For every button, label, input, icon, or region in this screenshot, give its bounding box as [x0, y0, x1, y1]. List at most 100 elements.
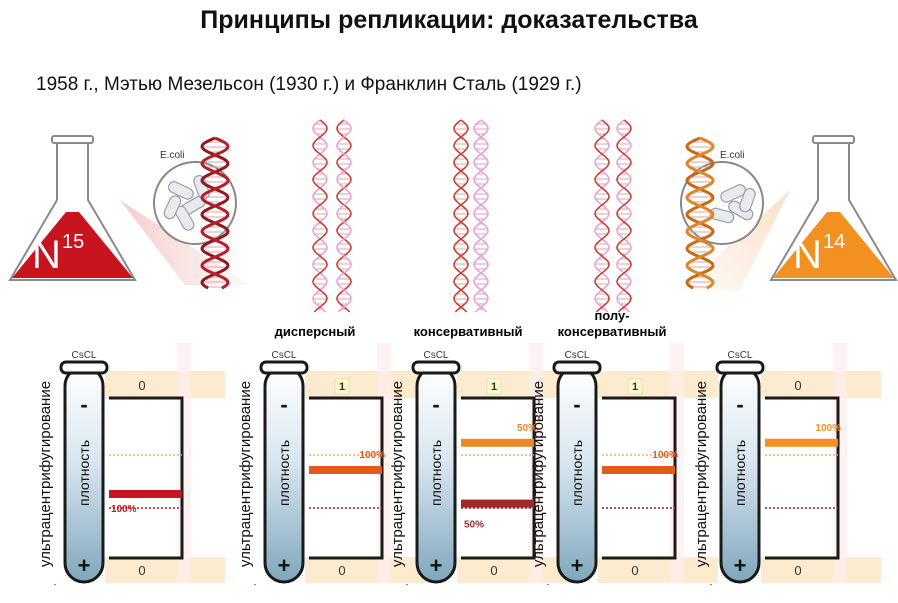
bottom-value: 0: [490, 563, 497, 578]
centrifugation-axis-label: ультрацентрифугирование: [530, 381, 547, 567]
model-label-semiconservative-line2: консервативный: [558, 324, 667, 339]
bottom-value: 0: [138, 563, 145, 578]
centrifuge-tube-panel: 100%CsCL10-+плотностьультрацентрифугиров…: [530, 343, 718, 585]
plus-sign: +: [571, 553, 584, 578]
dna-strand: [473, 119, 489, 313]
bacteria-cluster: [709, 184, 756, 224]
highlight: [177, 343, 191, 583]
centrifugation-axis-label: ультрацентрифугирование: [37, 381, 54, 567]
dna-strand: [685, 136, 715, 290]
bacteria-cluster: [163, 174, 210, 231]
dna-strand: [616, 119, 632, 313]
dna-strand: [685, 136, 715, 290]
bottom-value: 0: [338, 563, 345, 578]
dna-strand: [200, 136, 230, 290]
model-helix: [473, 119, 489, 313]
dna-band: [602, 466, 675, 474]
top-value: 0: [794, 378, 801, 393]
model-helix: [312, 119, 328, 313]
plus-sign: +: [734, 553, 747, 578]
medium-label: CsCL: [71, 350, 96, 361]
model-helix: [336, 119, 352, 313]
minus-sign: -: [736, 392, 743, 417]
isotope-mass: 15: [62, 231, 84, 253]
band-percent-label: 50%: [464, 520, 484, 531]
density-label: плотность: [428, 440, 444, 506]
density-label: плотность: [76, 440, 92, 506]
bottom-value-box: [305, 557, 425, 583]
bottom-value-box: [598, 557, 718, 583]
top-value-chip: [334, 378, 350, 395]
dna-band: [461, 438, 534, 447]
isotope-label: N: [793, 233, 822, 277]
density-frame: [109, 396, 184, 560]
flask-liquid: [12, 212, 133, 278]
minus-sign: -: [280, 392, 287, 417]
page-title: Принципы репликации: доказательства: [200, 6, 698, 34]
centrifugation-axis-label: ультрацентрифугирование: [237, 381, 254, 567]
flask-n14: N 14 E.coli: [680, 135, 898, 290]
top-value-box: [761, 371, 881, 398]
band-percent-label: 100%: [111, 504, 137, 515]
density-label: плотность: [569, 440, 585, 506]
dna-strand: [453, 119, 469, 313]
dna-strand: [200, 136, 230, 290]
bottom-value-box: [761, 557, 881, 583]
test-tube-rim: [59, 360, 109, 375]
density-frame: [765, 396, 840, 560]
flask-liquid: [773, 212, 894, 278]
highlight: [670, 343, 684, 583]
isotope-mass: 14: [823, 231, 845, 253]
top-value: 1: [632, 381, 638, 393]
test-tube-rim: [411, 360, 461, 375]
centrifugation-axis-label: ультрацентрифугирование: [693, 381, 710, 567]
dna-helix-left: [200, 136, 230, 290]
model-label-dispersive: дисперсный: [275, 324, 356, 339]
medium-label: CsCL: [564, 350, 589, 361]
dna-strand: [312, 119, 328, 313]
medium-label: CsCL: [727, 350, 752, 361]
top-value-chip: [486, 378, 502, 395]
dna-strand: [312, 119, 328, 313]
dna-strand: [473, 119, 489, 313]
top-value-box: [105, 371, 225, 398]
top-value-box: [598, 371, 718, 398]
centrifugation-axis-label: ультрацентрифугирование: [389, 381, 406, 567]
tubes-row: 100% CsCL 0 0 - + плотность ультрацентрифугиров…: [37, 343, 881, 585]
dna-strand: [616, 119, 632, 313]
density-frame: [309, 396, 384, 560]
top-value-chip: [627, 378, 643, 395]
model-helix: [594, 119, 610, 313]
centrifuge-tube-panel: 100%CsCL00-+плотностьультрацентрифугиров…: [693, 343, 881, 585]
model-label-conservative: консервативный: [414, 324, 523, 339]
band-percent-label: 100%: [359, 450, 385, 461]
density-label: плотность: [732, 440, 748, 506]
plus-sign: +: [78, 553, 91, 578]
bacteria-label: E.coli: [160, 150, 184, 161]
bottom-value: 0: [631, 563, 638, 578]
model-helices: [312, 119, 632, 313]
dna-band: [765, 438, 838, 447]
bottom-value-box: [105, 557, 225, 583]
test-tube-rim: [552, 360, 602, 375]
dna-helix-right: [685, 136, 715, 290]
medium-label: CsCL: [271, 350, 296, 361]
bottom-value: 0: [794, 563, 801, 578]
test-tube-rim: [259, 360, 309, 375]
density-label: плотность: [276, 440, 292, 506]
model-helix: [453, 119, 469, 313]
dna-strand: [594, 119, 610, 313]
model-helix: [616, 119, 632, 313]
flask-rim: [51, 135, 94, 144]
top-value: 1: [339, 381, 345, 393]
dna-strand: [594, 119, 610, 313]
flask-n15: N 15 E.coli: [8, 135, 250, 290]
centrifuge-tube-panel: 50%50%CsCL10-+плотностьультрацентрифугир…: [389, 343, 577, 585]
density-frame: [602, 396, 677, 560]
model-label-semiconservative-line1: полу-: [594, 308, 629, 323]
top-value-box: [305, 371, 425, 398]
dna-strand: [336, 119, 352, 313]
plus-sign: +: [430, 553, 443, 578]
band-percent-label: 50%: [517, 423, 537, 434]
